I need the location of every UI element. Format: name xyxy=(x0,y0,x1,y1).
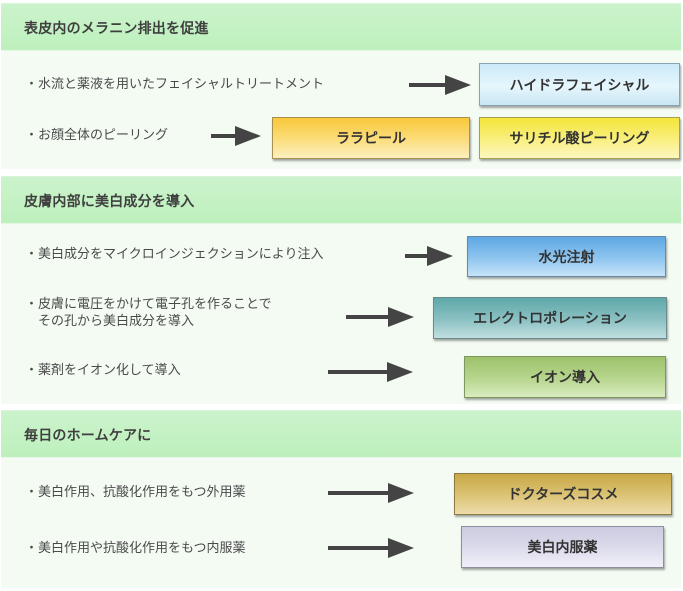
section-header: 表皮内のメラニン排出を促進 xyxy=(1,3,681,51)
treatment-label: エレクトロポレーション xyxy=(473,311,627,327)
treatment-box-doctors-cosmetics[interactable]: ドクターズコスメ xyxy=(454,473,672,515)
right-arrow-icon xyxy=(328,483,414,503)
right-arrow-icon xyxy=(328,362,413,382)
right-arrow-icon xyxy=(409,75,471,95)
right-arrow-icon xyxy=(346,307,414,327)
item-description: ・水流と薬液を用いたフェイシャルトリートメント xyxy=(25,77,325,92)
treatment-box-lalapeel[interactable]: ララピール xyxy=(272,117,470,159)
treatment-box-mizuko-injection[interactable]: 水光注射 xyxy=(467,236,666,277)
treatment-label: 水光注射 xyxy=(538,249,595,266)
section-title: 表皮内のメラニン排出を促進 xyxy=(24,21,209,37)
section-header: 毎日のホームケアに xyxy=(1,410,681,458)
right-arrow-icon xyxy=(405,246,453,266)
right-arrow-icon xyxy=(328,538,414,558)
treatment-label: ララピール xyxy=(336,131,406,147)
item-description: ・美白成分をマイクロインジェクションにより注入 xyxy=(25,247,324,262)
item-description-line2: その孔から美白成分を導入 xyxy=(38,314,195,329)
treatment-box-salicylic-peeling[interactable]: サリチル酸ピーリング xyxy=(479,117,680,159)
item-description: ・お顔全体のピーリング xyxy=(25,128,169,143)
treatment-box-iontophoresis[interactable]: イオン導入 xyxy=(464,356,666,398)
treatment-label: イオン導入 xyxy=(530,370,600,386)
section-home-care: 毎日のホームケアに ・美白作用、抗酸化作用をもつ外用薬 ドクターズコスメ ・美白… xyxy=(1,410,681,588)
section-whitening-introduction: 皮膚内部に美白成分を導入 ・美白成分をマイクロインジェクションにより注入 水光注… xyxy=(1,176,681,404)
section-melanin-excretion: 表皮内のメラニン排出を促進 ・水流と薬液を用いたフェイシャルトリートメント ハイ… xyxy=(1,3,681,169)
item-description: ・美白作用や抗酸化作用をもつ内服薬 xyxy=(25,541,246,556)
item-description-line1: ・皮膚に電圧をかけて電子孔を作ることで xyxy=(25,297,272,312)
treatment-box-hydrafacial[interactable]: ハイドラフェイシャル xyxy=(479,63,680,106)
section-title: 皮膚内部に美白成分を導入 xyxy=(24,194,195,210)
treatment-box-oral-whitening-medicine[interactable]: 美白内服薬 xyxy=(461,526,664,568)
treatment-label: ドクターズコスメ xyxy=(507,487,619,503)
right-arrow-icon xyxy=(211,126,261,146)
section-title: 毎日のホームケアに xyxy=(24,428,152,444)
treatment-label: 美白内服薬 xyxy=(527,540,598,556)
section-header: 皮膚内部に美白成分を導入 xyxy=(1,176,681,224)
item-description: ・美白作用、抗酸化作用をもつ外用薬 xyxy=(25,485,246,500)
item-description: ・薬剤をイオン化して導入 xyxy=(25,363,181,378)
treatment-box-electroporation[interactable]: エレクトロポレーション xyxy=(433,297,667,339)
treatment-label: サリチル酸ピーリング xyxy=(509,131,650,147)
treatment-label: ハイドラフェイシャル xyxy=(509,77,650,94)
